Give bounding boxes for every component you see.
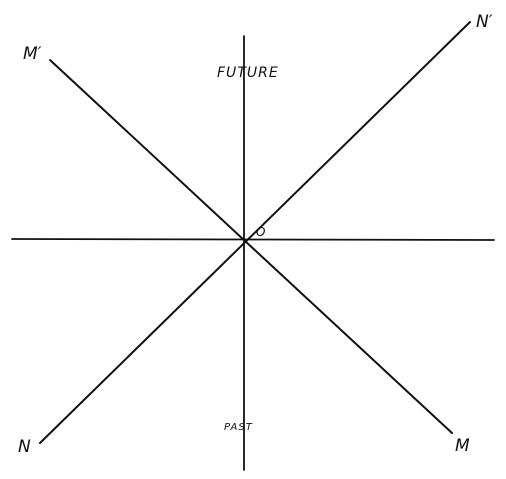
space-axis xyxy=(11,238,495,241)
origin-label: O xyxy=(256,225,265,239)
n-prime-label: N′ xyxy=(476,12,493,32)
line-m-prime-to-m xyxy=(49,59,453,434)
m-label: M xyxy=(455,436,470,456)
n-label: N xyxy=(18,437,31,457)
future-label: FUTURE xyxy=(217,65,279,81)
line-n-to-n-prime xyxy=(39,21,471,444)
past-label: PAST xyxy=(224,422,253,433)
m-prime-label: M′ xyxy=(23,44,42,64)
